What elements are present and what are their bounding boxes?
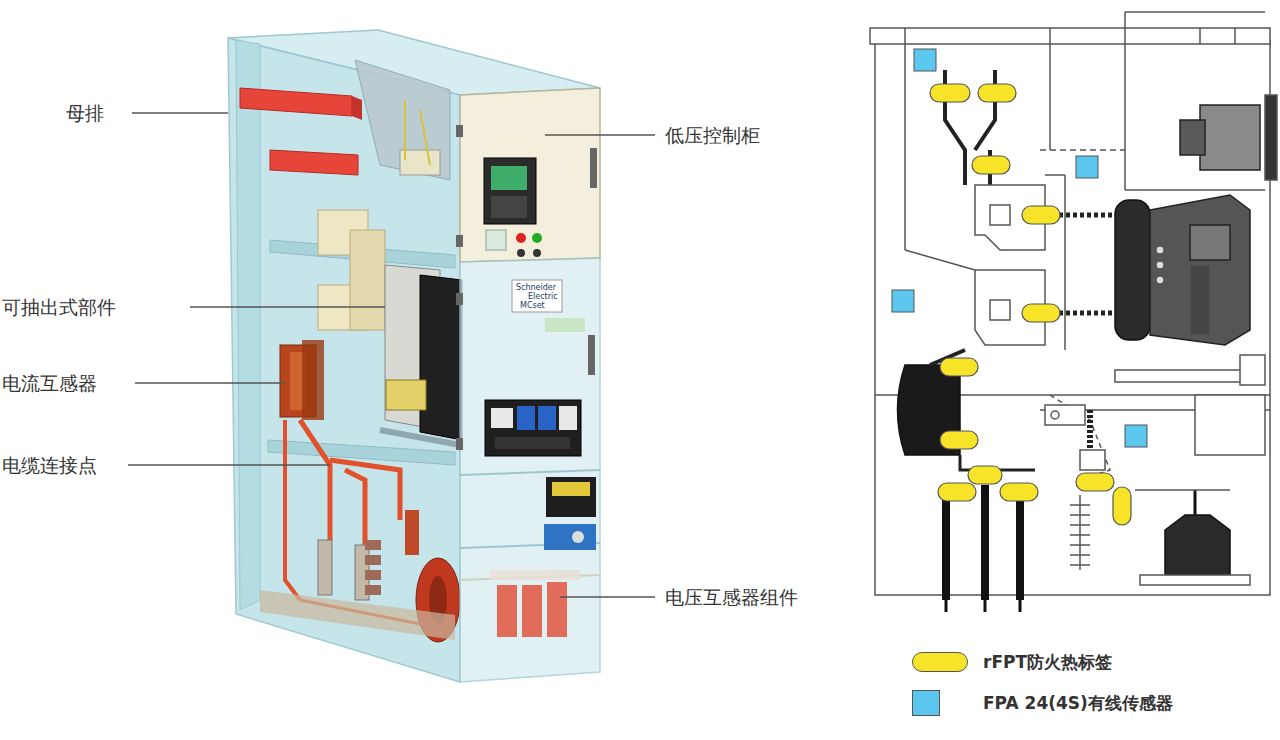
leader-lines — [128, 113, 655, 597]
schematic-section — [870, 12, 1277, 612]
part-label: 低压控制柜 — [665, 125, 760, 146]
part-label: 电流互感器 — [2, 373, 97, 394]
brand-text: MCset — [520, 302, 545, 310]
part-label: 母排 — [66, 103, 104, 124]
part-label: 电缆连接点 — [2, 455, 97, 476]
part-label: 可抽出式部件 — [2, 297, 116, 318]
sensor-markers — [892, 49, 1147, 447]
legend-swatch — [912, 652, 968, 672]
legend-text: rFPT防火热标签 — [983, 651, 1112, 674]
switchgear-cutaway — [228, 30, 600, 682]
part-label: 电压互感器组件 — [665, 587, 798, 608]
heat-label-markers — [930, 84, 1131, 525]
brand-text: Electric — [528, 293, 558, 301]
legend-swatch — [912, 690, 940, 716]
legend-text: FPA 24(4S)有线传感器 — [983, 692, 1173, 715]
brand-text: Schneider — [516, 284, 556, 292]
